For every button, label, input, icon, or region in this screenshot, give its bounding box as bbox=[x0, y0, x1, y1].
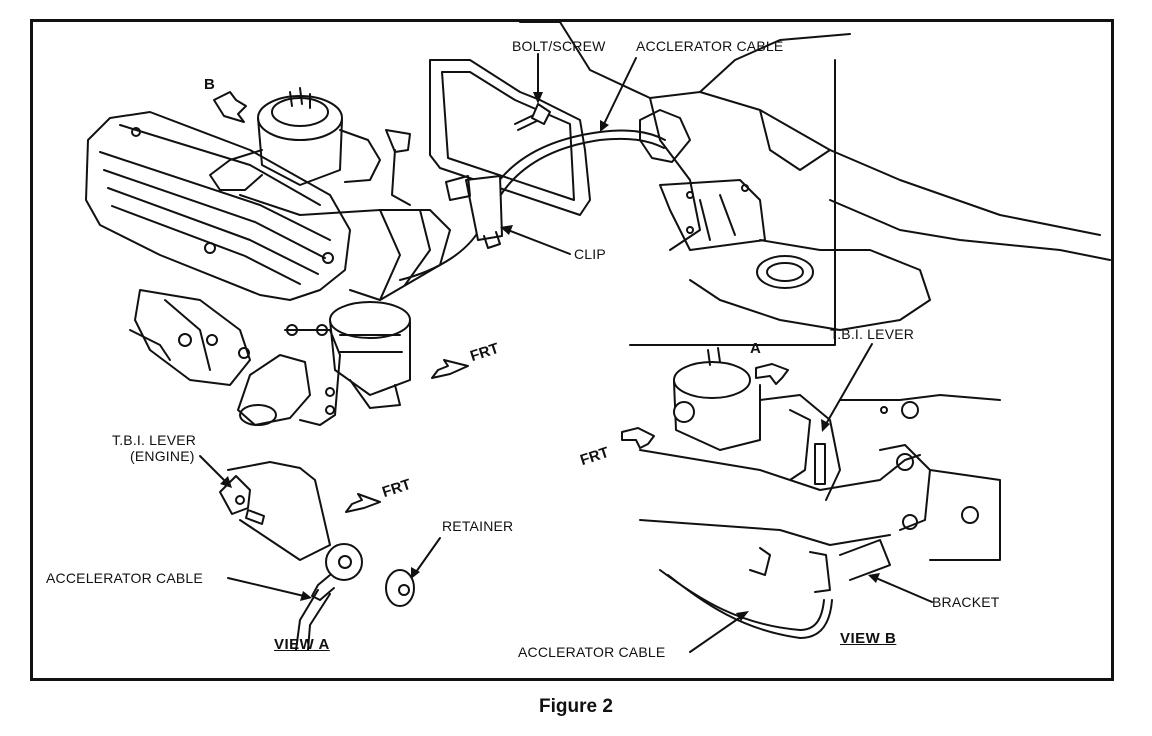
leader-bracket bbox=[875, 577, 933, 603]
label-bracket: BRACKET bbox=[932, 594, 1000, 610]
leader-accelerator-cable-left bbox=[227, 577, 305, 597]
label-tbi-lever-engine-line1: T.B.I. LEVER bbox=[112, 432, 197, 448]
leader-acclerator-cable-top bbox=[603, 57, 637, 125]
view-b-drawing bbox=[629, 59, 1001, 639]
label-acclerator-cable-top: ACCLERATOR CABLE bbox=[636, 38, 784, 54]
firewall-panel bbox=[429, 21, 1111, 331]
view-a-drawing bbox=[219, 461, 415, 651]
figure-frame bbox=[30, 19, 1114, 681]
label-bolt-screw: BOLT/SCREW bbox=[512, 38, 606, 54]
arrow-a-icon bbox=[755, 363, 789, 385]
leader-lines bbox=[199, 53, 933, 653]
engine-block bbox=[85, 87, 451, 426]
figure-caption: Figure 2 bbox=[539, 696, 613, 717]
label-accelerator-cable-left: ACCELERATOR CABLE bbox=[46, 570, 203, 586]
label-tbi-lever-right: T.B.I. LEVER bbox=[830, 326, 915, 342]
arrow-frt-main-icon bbox=[431, 359, 469, 379]
label-acclerator-cable-bottom: ACCLERATOR CABLE bbox=[518, 644, 666, 660]
leader-retainer bbox=[415, 537, 441, 573]
direction-arrows bbox=[213, 91, 789, 513]
leader-tbi-lever-engine bbox=[199, 455, 227, 483]
label-retainer: RETAINER bbox=[442, 518, 514, 534]
label-tbi-lever-engine-line2: (ENGINE) bbox=[130, 448, 195, 464]
accelerator-cable-top-drawing bbox=[399, 103, 666, 281]
leader-acclerator-cable-bottom bbox=[689, 615, 743, 653]
arrow-b-label: B bbox=[204, 76, 215, 93]
arrow-b-icon bbox=[213, 91, 247, 123]
arrow-frt-view-b-icon bbox=[621, 427, 655, 449]
label-clip: CLIP bbox=[574, 246, 606, 262]
leader-arrowheads bbox=[220, 92, 880, 621]
arrow-frt-view-a-icon bbox=[345, 493, 381, 513]
leader-tbi-lever-right bbox=[825, 343, 873, 425]
arrow-a-label: A bbox=[750, 340, 761, 357]
view-b-title: VIEW B bbox=[840, 630, 897, 647]
view-a-title: VIEW A bbox=[274, 636, 330, 653]
leader-clip bbox=[507, 229, 571, 255]
